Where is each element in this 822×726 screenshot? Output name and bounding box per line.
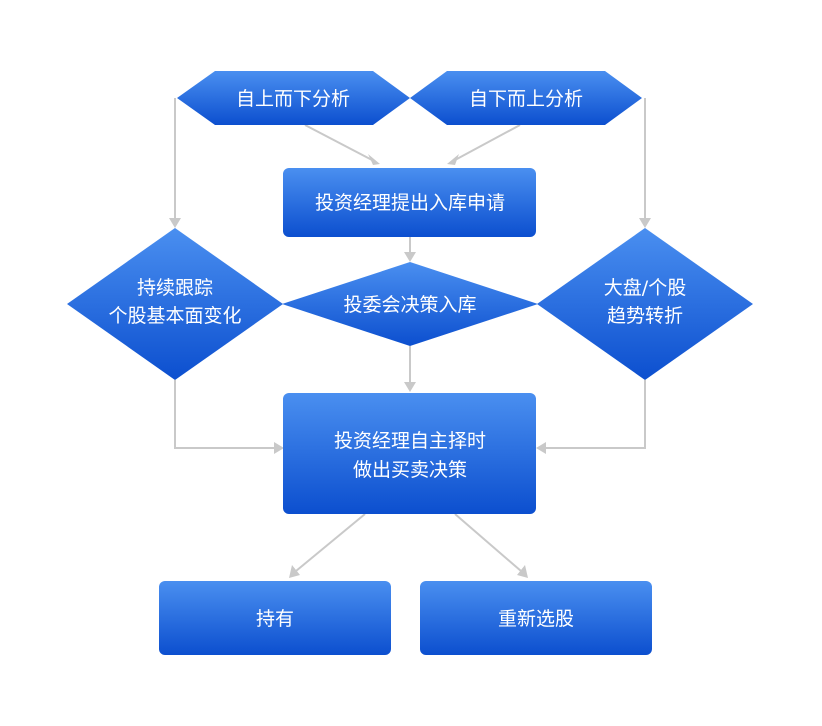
box-manager-decision: 投资经理自主择时 做出买卖决策 [283, 393, 536, 514]
label-reselect-stock: 重新选股 [498, 608, 574, 630]
label-bottom-up-analysis: 自下而上分析 [469, 88, 583, 110]
label-hold: 持有 [256, 608, 294, 630]
arrowhead [447, 154, 459, 165]
label-trend-line2: 趋势转折 [607, 305, 683, 327]
arrowhead [536, 442, 546, 454]
label-committee-decision: 投委会决策入库 [343, 294, 476, 316]
arrowhead [404, 252, 416, 262]
box-hold: 持有 [159, 581, 391, 655]
label-tracking-line2: 个股基本面变化 [108, 305, 241, 327]
arrowhead [289, 565, 300, 578]
connector-leftdiamond-to-decision [174, 380, 274, 449]
box-apply-for-inclusion: 投资经理提出入库申请 [283, 168, 536, 237]
label-decision-line1: 投资经理自主择时 [334, 430, 486, 452]
connector-hexleft-to-apply [304, 124, 373, 161]
diamond-trend-reversal: 大盘/个股 趋势转折 [537, 228, 753, 380]
label-apply-for-inclusion: 投资经理提出入库申请 [315, 192, 505, 214]
box-reselect-stock: 重新选股 [420, 581, 652, 655]
arrowhead [274, 442, 284, 454]
hexagon-bottom-up-analysis: 自下而上分析 [410, 71, 642, 125]
connector-hexright-to-apply [454, 124, 521, 161]
diamond-committee-decision: 投委会决策入库 [282, 262, 538, 346]
hexagon-top-down-analysis: 自上而下分析 [177, 71, 410, 125]
label-top-down-analysis: 自上而下分析 [236, 88, 350, 110]
arrowhead [517, 565, 528, 578]
arrowhead [639, 218, 651, 228]
arrowhead [169, 218, 181, 228]
connector-decision-to-reselect [454, 513, 522, 572]
label-trend-line1: 大盘/个股 [604, 277, 686, 299]
label-tracking-line1: 持续跟踪 [137, 277, 213, 299]
connectors [169, 98, 651, 578]
connector-decision-to-hold [295, 513, 366, 572]
arrowhead [404, 382, 416, 392]
arrowhead [368, 154, 380, 165]
connector-rightdiamond-to-decision [546, 380, 646, 449]
diamond-tracking-fundamentals: 持续跟踪 个股基本面变化 [67, 228, 283, 380]
label-decision-line2: 做出买卖决策 [353, 459, 467, 481]
